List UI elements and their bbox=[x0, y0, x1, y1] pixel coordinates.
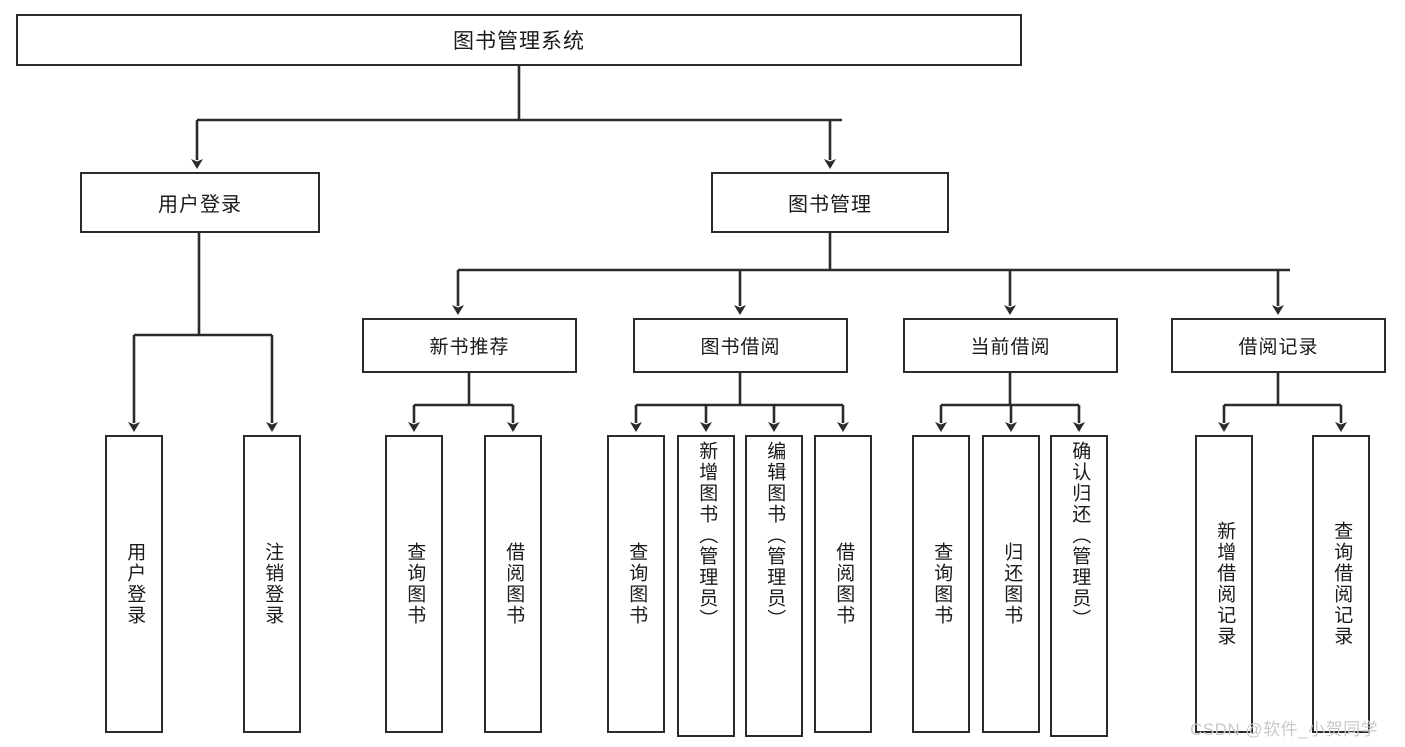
node-level2-3[interactable]: 当前借阅 bbox=[903, 318, 1118, 373]
node-level2-label: 新书推荐 bbox=[429, 337, 510, 358]
node-leaf-label: 查询图书 bbox=[404, 542, 426, 626]
leaf-text-wrapper: 用户登录 bbox=[107, 437, 161, 731]
leaf-text-wrapper: 注销登录 bbox=[245, 437, 299, 731]
node-leaf-10[interactable]: 归还图书 bbox=[982, 435, 1040, 733]
node-root[interactable]: 图书管理系统 bbox=[16, 14, 1022, 66]
node-leaf-label: 借阅图书 bbox=[503, 542, 525, 626]
leaf-text-wrapper: 新增借阅记录 bbox=[1197, 437, 1251, 731]
node-level2-label: 当前借阅 bbox=[970, 337, 1051, 358]
node-leaf-11[interactable]: 确认归还（管理员） bbox=[1050, 435, 1108, 737]
node-leaf-3[interactable]: 查询图书 bbox=[385, 435, 443, 733]
node-leaf-label: 编辑图书（管理员） bbox=[764, 441, 786, 630]
node-level1-2[interactable]: 图书管理 bbox=[711, 172, 949, 233]
node-level2-2[interactable]: 图书借阅 bbox=[633, 318, 848, 373]
node-leaf-label: 查询借阅记录 bbox=[1331, 521, 1353, 647]
node-leaf-9[interactable]: 查询图书 bbox=[912, 435, 970, 733]
node-level2-label: 图书借阅 bbox=[700, 337, 781, 358]
node-leaf-13[interactable]: 查询借阅记录 bbox=[1312, 435, 1370, 733]
node-root-label: 图书管理系统 bbox=[453, 30, 585, 53]
node-leaf-6[interactable]: 新增图书（管理员） bbox=[677, 435, 735, 737]
node-leaf-2[interactable]: 注销登录 bbox=[243, 435, 301, 733]
node-level1-label: 图书管理 bbox=[788, 194, 872, 216]
leaf-text-wrapper: 查询图书 bbox=[914, 437, 968, 731]
node-leaf-label: 借阅图书 bbox=[833, 542, 855, 626]
leaf-text-wrapper: 确认归还（管理员） bbox=[1052, 437, 1106, 739]
node-leaf-5[interactable]: 查询图书 bbox=[607, 435, 665, 733]
node-leaf-8[interactable]: 借阅图书 bbox=[814, 435, 872, 733]
leaf-text-wrapper: 借阅图书 bbox=[816, 437, 870, 731]
leaf-text-wrapper: 查询图书 bbox=[387, 437, 441, 731]
node-leaf-4[interactable]: 借阅图书 bbox=[484, 435, 542, 733]
watermark: CSDN @软件_小贺同学 bbox=[1190, 720, 1379, 739]
leaf-text-wrapper: 查询图书 bbox=[609, 437, 663, 731]
node-leaf-1[interactable]: 用户登录 bbox=[105, 435, 163, 733]
node-leaf-label: 用户登录 bbox=[124, 542, 146, 626]
node-leaf-label: 新增借阅记录 bbox=[1214, 521, 1236, 647]
node-level1-label: 用户登录 bbox=[158, 194, 242, 216]
node-leaf-label: 查询图书 bbox=[931, 542, 953, 626]
node-leaf-12[interactable]: 新增借阅记录 bbox=[1195, 435, 1253, 733]
node-leaf-label: 查询图书 bbox=[626, 542, 648, 626]
node-level2-1[interactable]: 新书推荐 bbox=[362, 318, 577, 373]
node-leaf-label: 确认归还（管理员） bbox=[1069, 441, 1091, 630]
node-level2-4[interactable]: 借阅记录 bbox=[1171, 318, 1386, 373]
node-leaf-7[interactable]: 编辑图书（管理员） bbox=[745, 435, 803, 737]
node-leaf-label: 新增图书（管理员） bbox=[696, 441, 718, 630]
leaf-text-wrapper: 归还图书 bbox=[984, 437, 1038, 731]
leaf-text-wrapper: 借阅图书 bbox=[486, 437, 540, 731]
node-leaf-label: 归还图书 bbox=[1001, 542, 1023, 626]
node-level1-1[interactable]: 用户登录 bbox=[80, 172, 320, 233]
leaf-text-wrapper: 查询借阅记录 bbox=[1314, 437, 1368, 731]
leaf-text-wrapper: 新增图书（管理员） bbox=[679, 437, 733, 739]
node-leaf-label: 注销登录 bbox=[262, 542, 284, 626]
node-level2-label: 借阅记录 bbox=[1238, 337, 1319, 358]
leaf-text-wrapper: 编辑图书（管理员） bbox=[747, 437, 801, 739]
